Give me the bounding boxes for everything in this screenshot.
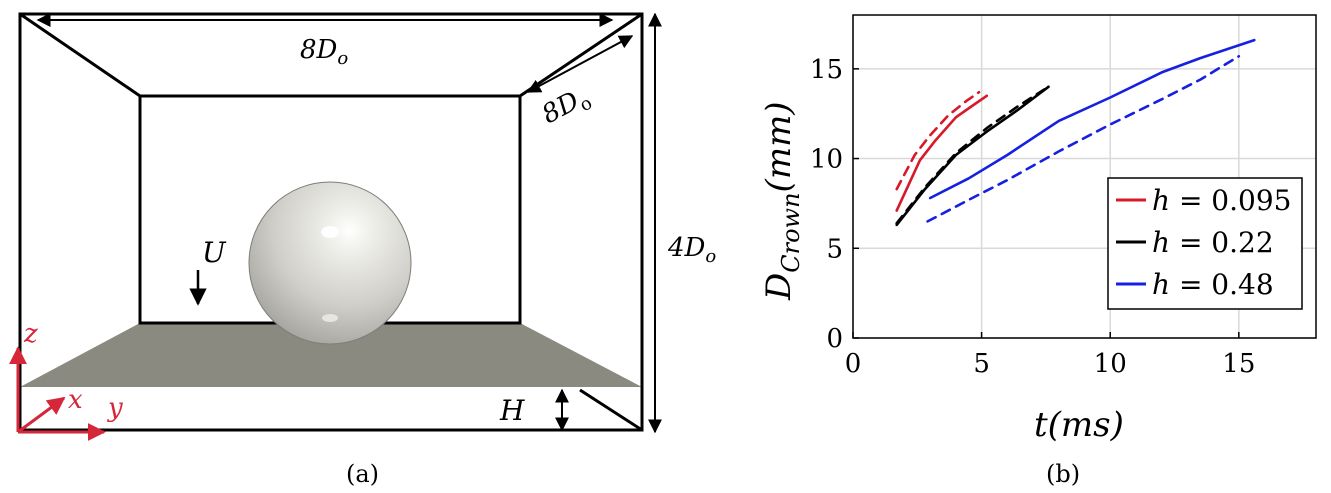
depth-dimension-arrow bbox=[526, 35, 634, 93]
series-line-4-solid bbox=[928, 38, 1256, 200]
height-label: 4Do bbox=[667, 233, 716, 267]
legend-label: h = 0.095 bbox=[1152, 184, 1291, 217]
depth-label: 8Do bbox=[537, 81, 596, 134]
y-axis-title: DCrown(mm) bbox=[759, 101, 805, 301]
velocity-label: U bbox=[202, 236, 227, 269]
series-line-1-dashed bbox=[895, 90, 981, 191]
legend-label: h = 0.22 bbox=[1152, 226, 1274, 259]
width-label: 8Do bbox=[300, 35, 348, 69]
x-axis-arrow bbox=[17, 396, 66, 434]
y-tick-label: 15 bbox=[810, 55, 843, 85]
plot-frame bbox=[852, 14, 1317, 339]
series-line-0-solid bbox=[895, 94, 989, 212]
panel-a-caption: (a) bbox=[346, 460, 379, 488]
axis-ticks: 0 5 10 15 0 5 10 15 bbox=[810, 55, 1255, 379]
x-tick-label: 0 bbox=[845, 349, 862, 379]
y-tick-label: 0 bbox=[826, 324, 843, 354]
series-lines bbox=[895, 38, 1256, 227]
film-thickness-label: H bbox=[499, 394, 525, 427]
droplet-sphere bbox=[248, 181, 412, 345]
y-tick-label: 5 bbox=[826, 234, 843, 264]
legend: h = 0.095 h = 0.22 h = 0.48 bbox=[1107, 177, 1303, 310]
coordinate-axes: z x y bbox=[8, 319, 123, 441]
edge-top-right bbox=[519, 12, 643, 98]
panel-b-caption: (b) bbox=[1046, 460, 1080, 488]
x-tick-label: 5 bbox=[973, 349, 990, 379]
droplet-reflection bbox=[322, 314, 338, 322]
x-axis-label: x bbox=[68, 385, 83, 415]
legend-label: h = 0.48 bbox=[1152, 268, 1274, 301]
x-tick-label: 10 bbox=[1094, 349, 1127, 379]
panel-a-domain-sketch: 8Do 8Do 4Do U H z x y (a) bbox=[8, 12, 716, 488]
z-axis-label: z bbox=[23, 319, 38, 349]
x-axis-title: t(ms) bbox=[1034, 405, 1124, 445]
edge-top-left bbox=[19, 12, 141, 98]
liquid-film-floor bbox=[20, 323, 642, 387]
y-tick-label: 10 bbox=[810, 145, 843, 175]
x-tick-label: 15 bbox=[1222, 349, 1255, 379]
droplet-highlight bbox=[321, 226, 339, 238]
y-axis-label: y bbox=[107, 393, 123, 423]
series-line-3-dashed bbox=[895, 85, 1050, 225]
edge-bottom-right bbox=[579, 388, 643, 432]
series-line-5-dashed bbox=[926, 54, 1241, 223]
